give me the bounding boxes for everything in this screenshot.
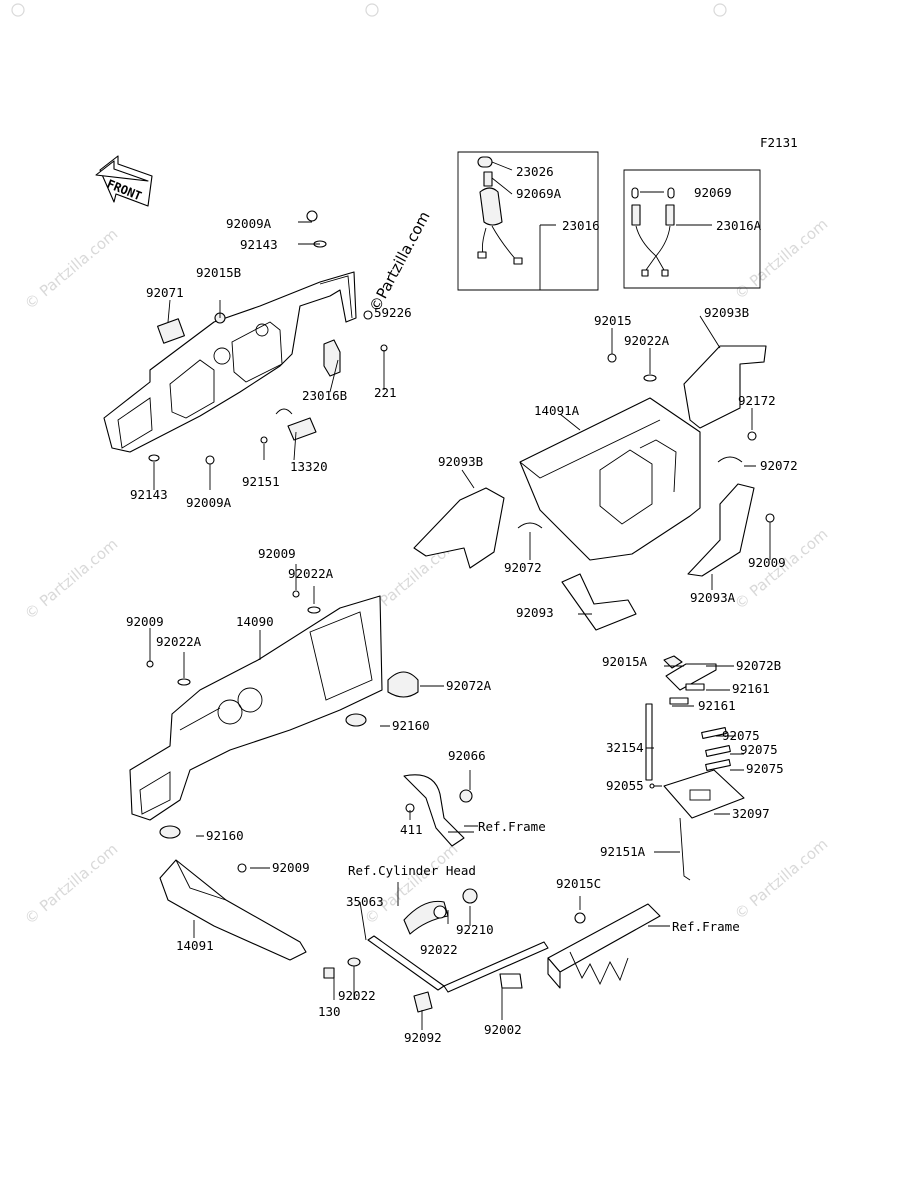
watermark-center: ©Partzilla.com bbox=[366, 208, 434, 314]
watermark-text: © Partzilla.com bbox=[21, 840, 121, 928]
lower-dash-panel-14090 bbox=[129, 590, 419, 839]
label-23016B: 23016B bbox=[302, 388, 347, 403]
label-92022A-b: 92022A bbox=[156, 634, 202, 649]
ref-frame-right: Ref.Frame bbox=[672, 919, 740, 934]
label-59226: 59226 bbox=[374, 305, 412, 320]
bracket-92093A bbox=[687, 483, 755, 577]
label-13320: 13320 bbox=[290, 459, 328, 474]
ref-frame-center: Ref.Frame bbox=[478, 819, 546, 834]
label-92172: 92172 bbox=[738, 393, 776, 408]
part-labels: 23026 92069A 23016 92069 23016A 59226 92… bbox=[126, 164, 798, 1045]
label-14091: 14091 bbox=[176, 938, 214, 953]
label-92161-b: 92161 bbox=[698, 698, 736, 713]
label-92075-c: 92075 bbox=[746, 761, 784, 776]
upper-dash-panel bbox=[103, 271, 357, 453]
label-130: 130 bbox=[318, 1004, 341, 1019]
label-92022A-right: 92022A bbox=[624, 333, 670, 348]
bracket-92093B-right bbox=[683, 345, 767, 429]
harness-box-23016 bbox=[457, 151, 599, 291]
label-92093B-right: 92093B bbox=[704, 305, 749, 320]
label-92093A: 92093A bbox=[690, 590, 736, 605]
label-92009-c: 92009 bbox=[272, 860, 310, 875]
watermark-text: © Partzilla.com bbox=[731, 835, 831, 923]
label-92075-b: 92075 bbox=[740, 742, 778, 757]
label-92009-b: 92009 bbox=[126, 614, 164, 629]
label-92009-right: 92009 bbox=[748, 555, 786, 570]
label-92069: 92069 bbox=[694, 185, 732, 200]
label-92022-b: 92022 bbox=[338, 988, 376, 1003]
label-92161-a: 92161 bbox=[732, 681, 770, 696]
label-92160-b: 92160 bbox=[206, 828, 244, 843]
label-92143-bot: 92143 bbox=[130, 487, 168, 502]
harness-box-23016A bbox=[623, 169, 761, 289]
label-92015A: 92015A bbox=[602, 654, 648, 669]
label-92002: 92002 bbox=[484, 1022, 522, 1037]
label-92015C: 92015C bbox=[556, 876, 601, 891]
label-92143-top: 92143 bbox=[240, 237, 278, 252]
label-92093B-left: 92093B bbox=[438, 454, 483, 469]
label-23026: 23026 bbox=[516, 164, 554, 179]
box-14091A bbox=[519, 397, 701, 561]
label-92022A-a: 92022A bbox=[288, 566, 334, 581]
label-14090: 14090 bbox=[236, 614, 274, 629]
label-221: 221 bbox=[374, 385, 397, 400]
frame-piece-center bbox=[403, 774, 473, 847]
label-92072A: 92072A bbox=[446, 678, 492, 693]
label-23016: 23016 bbox=[562, 218, 600, 233]
leader-lines bbox=[149, 161, 771, 1030]
watermark-text: © Partzilla.com bbox=[21, 535, 121, 623]
label-92009-a: 92009 bbox=[258, 546, 296, 561]
bracket-92093 bbox=[561, 573, 637, 631]
label-92069A: 92069A bbox=[516, 186, 562, 201]
label-14091A: 14091A bbox=[534, 403, 580, 418]
linkage-35063 bbox=[323, 888, 549, 1013]
label-35063: 35063 bbox=[346, 894, 384, 909]
label-32154: 32154 bbox=[606, 740, 644, 755]
figure-id: F2131 bbox=[760, 135, 798, 150]
label-92160-a: 92160 bbox=[392, 718, 430, 733]
plate-14091 bbox=[159, 859, 307, 961]
front-arrow-icon: FRONT bbox=[95, 155, 153, 207]
label-92015: 92015 bbox=[594, 313, 632, 328]
label-92009A-bot: 92009A bbox=[186, 495, 232, 510]
label-92009A-top: 92009A bbox=[226, 216, 272, 231]
label-92072-right: 92072 bbox=[760, 458, 798, 473]
tray-32097 bbox=[645, 655, 745, 881]
label-23016A: 23016A bbox=[716, 218, 762, 233]
label-92092: 92092 bbox=[404, 1030, 442, 1045]
label-92151A: 92151A bbox=[600, 844, 646, 859]
label-92072B: 92072B bbox=[736, 658, 781, 673]
label-92075-a: 92075 bbox=[722, 728, 760, 743]
label-92066: 92066 bbox=[448, 748, 486, 763]
bracket-92093B-left bbox=[413, 487, 505, 569]
label-92210: 92210 bbox=[456, 922, 494, 937]
ref-cylinder-head: Ref.Cylinder Head bbox=[348, 863, 476, 878]
watermark-text: © Partzilla.com bbox=[21, 225, 121, 313]
clips-right bbox=[517, 353, 775, 529]
label-411: 411 bbox=[400, 822, 423, 837]
label-92151: 92151 bbox=[242, 474, 280, 489]
fasteners-upper-left bbox=[148, 210, 388, 465]
frame-rail bbox=[499, 903, 661, 989]
label-92015B: 92015B bbox=[196, 265, 241, 280]
label-92022-a: 92022 bbox=[420, 942, 458, 957]
label-92055: 92055 bbox=[606, 778, 644, 793]
label-92071: 92071 bbox=[146, 285, 184, 300]
label-32097: 32097 bbox=[732, 806, 770, 821]
label-92072-left: 92072 bbox=[504, 560, 542, 575]
label-92093: 92093 bbox=[516, 605, 554, 620]
